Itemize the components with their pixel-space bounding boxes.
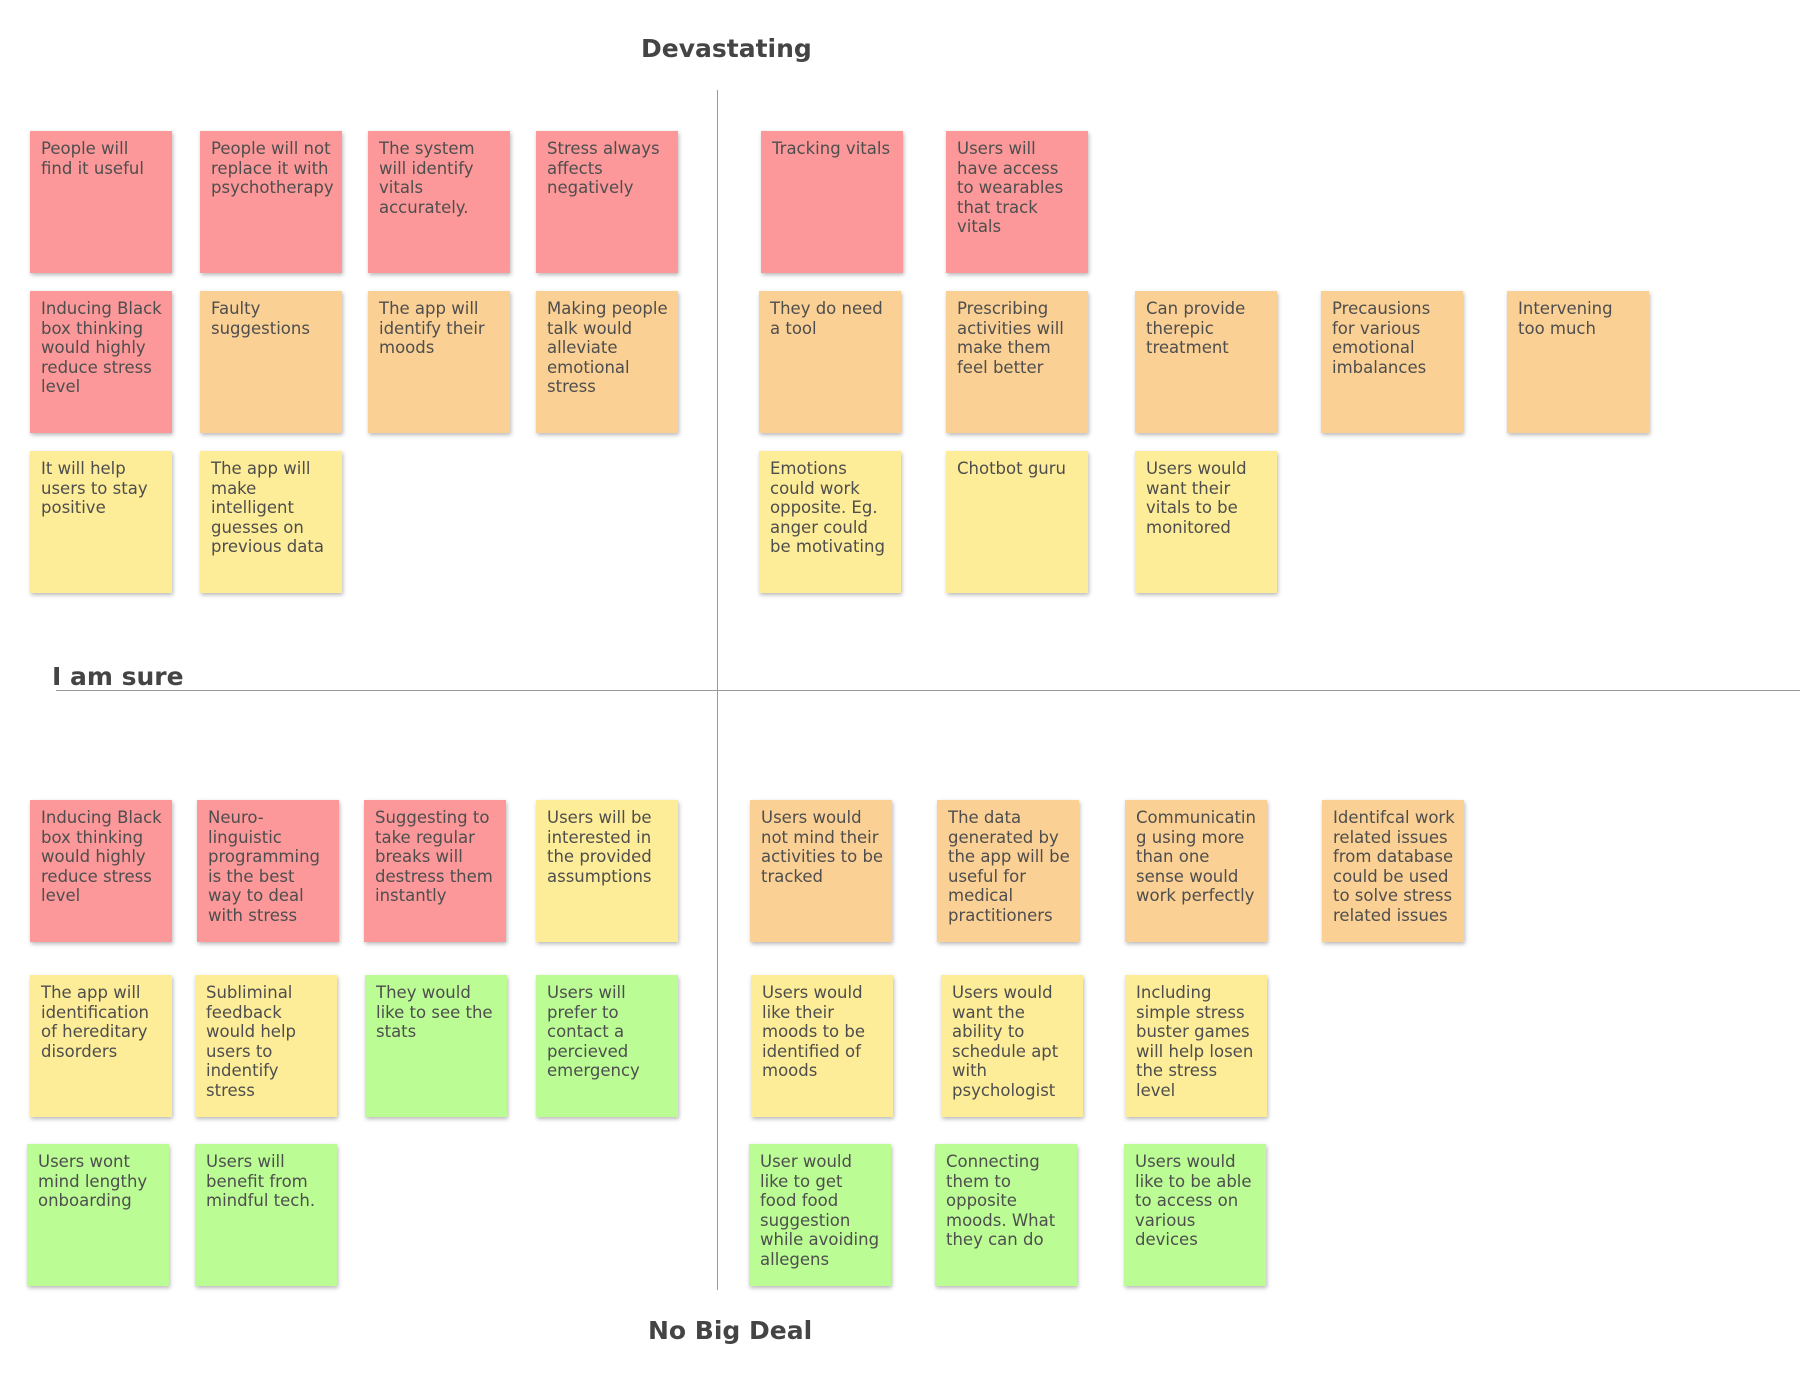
horizontal-axis-line — [56, 690, 1800, 691]
sticky-note-text: Chotbot guru — [957, 459, 1066, 478]
sticky-note-text: Intervening too much — [1518, 299, 1613, 338]
sticky-note[interactable]: Faulty suggestions — [200, 291, 342, 433]
sticky-note[interactable]: Users would like their moods to be ident… — [751, 975, 893, 1117]
sticky-note-text: They would like to see the stats — [376, 983, 493, 1041]
sticky-note-text: Subliminal feedback would help users to … — [206, 983, 297, 1100]
sticky-note-text: Users would not mind their activities to… — [761, 808, 884, 886]
sticky-note-text: The data generated by the app will be us… — [948, 808, 1070, 925]
sticky-note-text: Connecting them to opposite moods. What … — [946, 1152, 1056, 1249]
sticky-note[interactable]: Users wont mind lengthy onboarding — [27, 1144, 169, 1286]
sticky-note[interactable]: People will find it useful — [30, 131, 172, 273]
sticky-note-text: Prescribing activities will make them fe… — [957, 299, 1064, 377]
sticky-note-text: Users would like to be able to access on… — [1135, 1152, 1252, 1249]
sticky-note-text: Users will prefer to contact a percieved… — [547, 983, 640, 1080]
sticky-note[interactable]: Intervening too much — [1507, 291, 1649, 433]
sticky-note[interactable]: Stress always affects negatively — [536, 131, 678, 273]
sticky-note-text: The app will identification of hereditar… — [41, 983, 149, 1061]
sticky-note-text: Users will be interested in the provided… — [547, 808, 652, 886]
sticky-note[interactable]: They would like to see the stats — [365, 975, 507, 1117]
sticky-note[interactable]: Can provide therepic treatment — [1135, 291, 1277, 433]
sticky-note[interactable]: Neuro-linguistic programming is the best… — [197, 800, 339, 942]
sticky-note[interactable]: The data generated by the app will be us… — [937, 800, 1079, 942]
sticky-note[interactable]: The app will identification of hereditar… — [30, 975, 172, 1117]
sticky-note[interactable]: Suggesting to take regular breaks will d… — [364, 800, 506, 942]
sticky-note-text: The app will identify their moods — [379, 299, 485, 357]
sticky-note[interactable]: The app will identify their moods — [368, 291, 510, 433]
sticky-note[interactable]: Communicating using more than one sense … — [1125, 800, 1267, 942]
sticky-note[interactable]: Users will have access to wearables that… — [946, 131, 1088, 273]
sticky-note[interactable]: Connecting them to opposite moods. What … — [935, 1144, 1077, 1286]
sticky-note[interactable]: Inducing Black box thinking would highly… — [30, 291, 172, 433]
sticky-note[interactable]: Users would want the ability to schedule… — [941, 975, 1083, 1117]
sticky-note[interactable]: Users will prefer to contact a percieved… — [536, 975, 678, 1117]
sticky-note-text: The app will make intelligent guesses on… — [211, 459, 324, 556]
sticky-note-text: Users will benefit from mindful tech. — [206, 1152, 316, 1210]
axis-label-devastating: Devastating — [641, 34, 812, 63]
sticky-note-text: People will find it useful — [41, 139, 144, 178]
sticky-note[interactable]: They do need a tool — [759, 291, 901, 433]
sticky-note-text: Tracking vitals — [772, 139, 891, 158]
sticky-note[interactable]: User would like to get food food suggest… — [749, 1144, 891, 1286]
sticky-note[interactable]: Users would not mind their activities to… — [750, 800, 892, 942]
sticky-note-text: Communicating using more than one sense … — [1136, 808, 1256, 905]
axis-label-no-big-deal: No Big Deal — [648, 1316, 813, 1345]
sticky-note-text: Precausions for various emotional imbala… — [1332, 299, 1431, 377]
sticky-note[interactable]: Users would like to be able to access on… — [1124, 1144, 1266, 1286]
sticky-note-text: Stress always affects negatively — [547, 139, 660, 197]
sticky-note[interactable]: Identifcal work related issues from data… — [1322, 800, 1464, 942]
sticky-note[interactable]: It will help users to stay positive — [30, 451, 172, 593]
sticky-note[interactable]: Users will benefit from mindful tech. — [195, 1144, 337, 1286]
sticky-note-text: Users would want their vitals to be moni… — [1146, 459, 1247, 537]
sticky-note-text: Users would like their moods to be ident… — [762, 983, 866, 1080]
sticky-note[interactable]: Including simple stress buster games wil… — [1125, 975, 1267, 1117]
sticky-note[interactable]: Emotions could work opposite. Eg. anger … — [759, 451, 901, 593]
sticky-note-text: People will not replace it with psychoth… — [211, 139, 334, 197]
sticky-note[interactable]: The app will make intelligent guesses on… — [200, 451, 342, 593]
sticky-note-text: Identifcal work related issues from data… — [1333, 808, 1455, 925]
sticky-note[interactable]: Users will be interested in the provided… — [536, 800, 678, 942]
sticky-note[interactable]: Subliminal feedback would help users to … — [195, 975, 337, 1117]
sticky-note-text: Users wont mind lengthy onboarding — [38, 1152, 148, 1210]
sticky-note-text: Neuro-linguistic programming is the best… — [208, 808, 321, 925]
sticky-note-text: Inducing Black box thinking would highly… — [41, 808, 162, 905]
sticky-note[interactable]: Inducing Black box thinking would highly… — [30, 800, 172, 942]
sticky-note-text: Emotions could work opposite. Eg. anger … — [770, 459, 885, 556]
sticky-note[interactable]: Making people talk would alleviate emoti… — [536, 291, 678, 433]
sticky-note-text: Users will have access to wearables that… — [957, 139, 1064, 236]
sticky-note-text: The system will identify vitals accurate… — [379, 139, 475, 217]
sticky-note-text: It will help users to stay positive — [41, 459, 148, 517]
sticky-note-text: Making people talk would alleviate emoti… — [547, 299, 668, 396]
sticky-note-text: Faulty suggestions — [211, 299, 310, 338]
sticky-note[interactable]: Prescribing activities will make them fe… — [946, 291, 1088, 433]
sticky-note-text: Including simple stress buster games wil… — [1136, 983, 1254, 1100]
sticky-note-text: Users would want the ability to schedule… — [952, 983, 1059, 1100]
sticky-note[interactable]: People will not replace it with psychoth… — [200, 131, 342, 273]
sticky-note[interactable]: Chotbot guru — [946, 451, 1088, 593]
sticky-note[interactable]: Tracking vitals — [761, 131, 903, 273]
sticky-note-text: Can provide therepic treatment — [1146, 299, 1246, 357]
axis-label-i-am-sure: I am sure — [52, 662, 184, 691]
sticky-note[interactable]: Users would want their vitals to be moni… — [1135, 451, 1277, 593]
sticky-note[interactable]: Precausions for various emotional imbala… — [1321, 291, 1463, 433]
sticky-note-text: User would like to get food food suggest… — [760, 1152, 880, 1269]
sticky-note-text: They do need a tool — [770, 299, 883, 338]
sticky-note-text: Suggesting to take regular breaks will d… — [375, 808, 493, 905]
sticky-note-text: Inducing Black box thinking would highly… — [41, 299, 162, 396]
sticky-note[interactable]: The system will identify vitals accurate… — [368, 131, 510, 273]
